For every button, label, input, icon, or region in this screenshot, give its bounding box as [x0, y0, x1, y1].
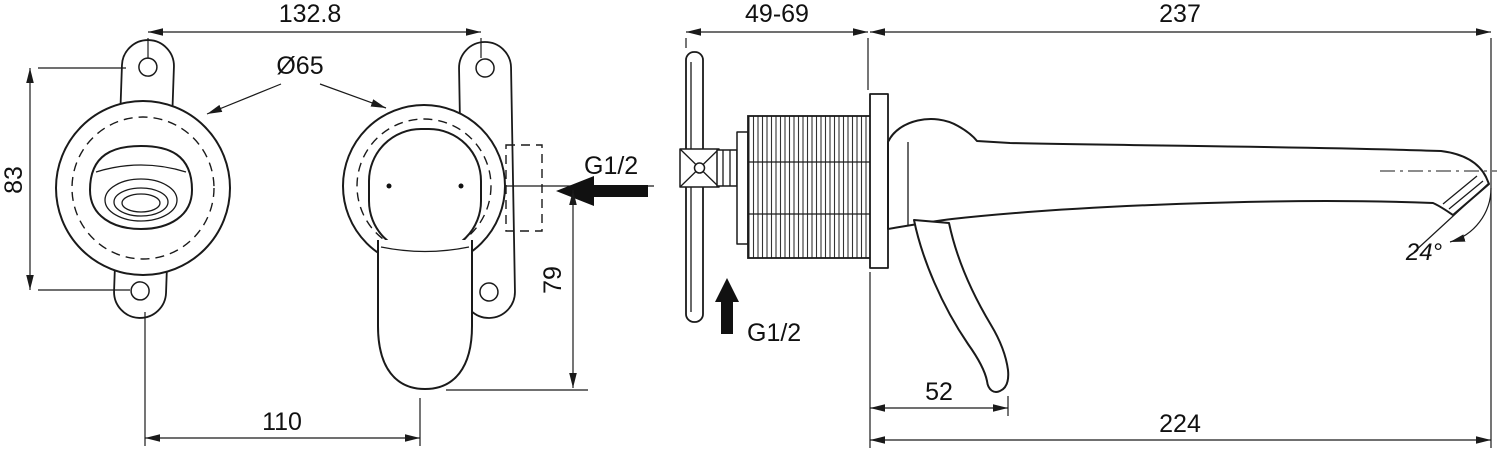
aerator-ring-outer	[104, 178, 178, 222]
aerator-line	[1448, 180, 1484, 210]
angle-arc	[1449, 187, 1492, 243]
dim-hole-spacing: 132.8	[147, 0, 482, 58]
handle-front	[368, 128, 482, 390]
valve-cartridge	[747, 115, 873, 259]
connector-collar	[736, 131, 749, 245]
center-mark-icon	[386, 183, 392, 189]
aerator-line	[1442, 175, 1478, 205]
leader-line	[206, 83, 282, 115]
dim-label-diameter: Ø65	[276, 52, 323, 80]
dim-spout-projection: 224	[870, 410, 1491, 444]
leader-line	[319, 83, 387, 109]
dim-escutcheon-diameter: Ø65	[206, 52, 387, 115]
front-view: 132.8 Ø65 83 G1/2 79	[0, 0, 654, 446]
inlet-label: G1/2	[747, 319, 801, 347]
dim-centers-110: 110	[144, 312, 421, 446]
handle-profile	[913, 219, 1010, 393]
dim-label-83: 83	[0, 166, 28, 194]
screw-hole-icon	[138, 57, 158, 77]
dim-label-49-69: 49-69	[745, 0, 809, 28]
dim-label-79: 79	[539, 266, 567, 294]
connector-body	[716, 149, 738, 187]
screw-hole-icon	[475, 58, 495, 78]
dim-label-110: 110	[262, 408, 302, 436]
inlet-callout-front: G1/2	[556, 152, 648, 206]
inlet-label: G1/2	[584, 152, 638, 180]
hidden-valve-body-dashed	[505, 144, 543, 232]
side-view: 24° G1/2 49-69 237 52	[679, 0, 1497, 448]
fitting-center-hole	[693, 162, 706, 174]
angle-label: 24°	[1405, 239, 1443, 266]
valve-connector	[716, 131, 749, 245]
flow-arrow-up-icon	[715, 278, 739, 334]
screw-hole-icon	[479, 282, 499, 302]
spout-front	[89, 145, 193, 230]
dim-drop-79: 79	[446, 190, 588, 391]
dim-label-132-8: 132.8	[279, 0, 342, 28]
spout-angle-annotation: 24°	[1380, 170, 1497, 266]
aerator-ring-inner	[121, 193, 161, 213]
dim-height-83: 83	[0, 67, 130, 291]
screw-hole-icon	[130, 281, 150, 301]
spout-escutcheon-inner-dashed	[71, 116, 215, 260]
center-mark-icon	[458, 183, 464, 189]
threaded-body	[747, 115, 873, 259]
dim-label-52: 52	[925, 378, 953, 406]
spout-rim-line	[95, 164, 187, 173]
inlet-callout-side: G1/2	[715, 278, 801, 347]
wall-flange	[869, 93, 889, 269]
dim-wall-depth: 49-69	[685, 0, 869, 90]
dim-label-237: 237	[1159, 0, 1201, 28]
angle-ray	[1413, 182, 1490, 253]
spout-profile	[887, 118, 1490, 230]
dim-label-224: 224	[1159, 410, 1201, 438]
flow-arrow-left-icon	[556, 176, 648, 206]
dim-handle-projection: 52	[869, 272, 1009, 448]
dim-total-projection: 237	[870, 0, 1492, 448]
handle-joint-line	[380, 246, 470, 253]
handle-lever	[377, 240, 473, 390]
aerator-ring-mid	[113, 187, 169, 217]
inlet-fitting	[679, 148, 720, 188]
handle-base	[368, 128, 482, 254]
